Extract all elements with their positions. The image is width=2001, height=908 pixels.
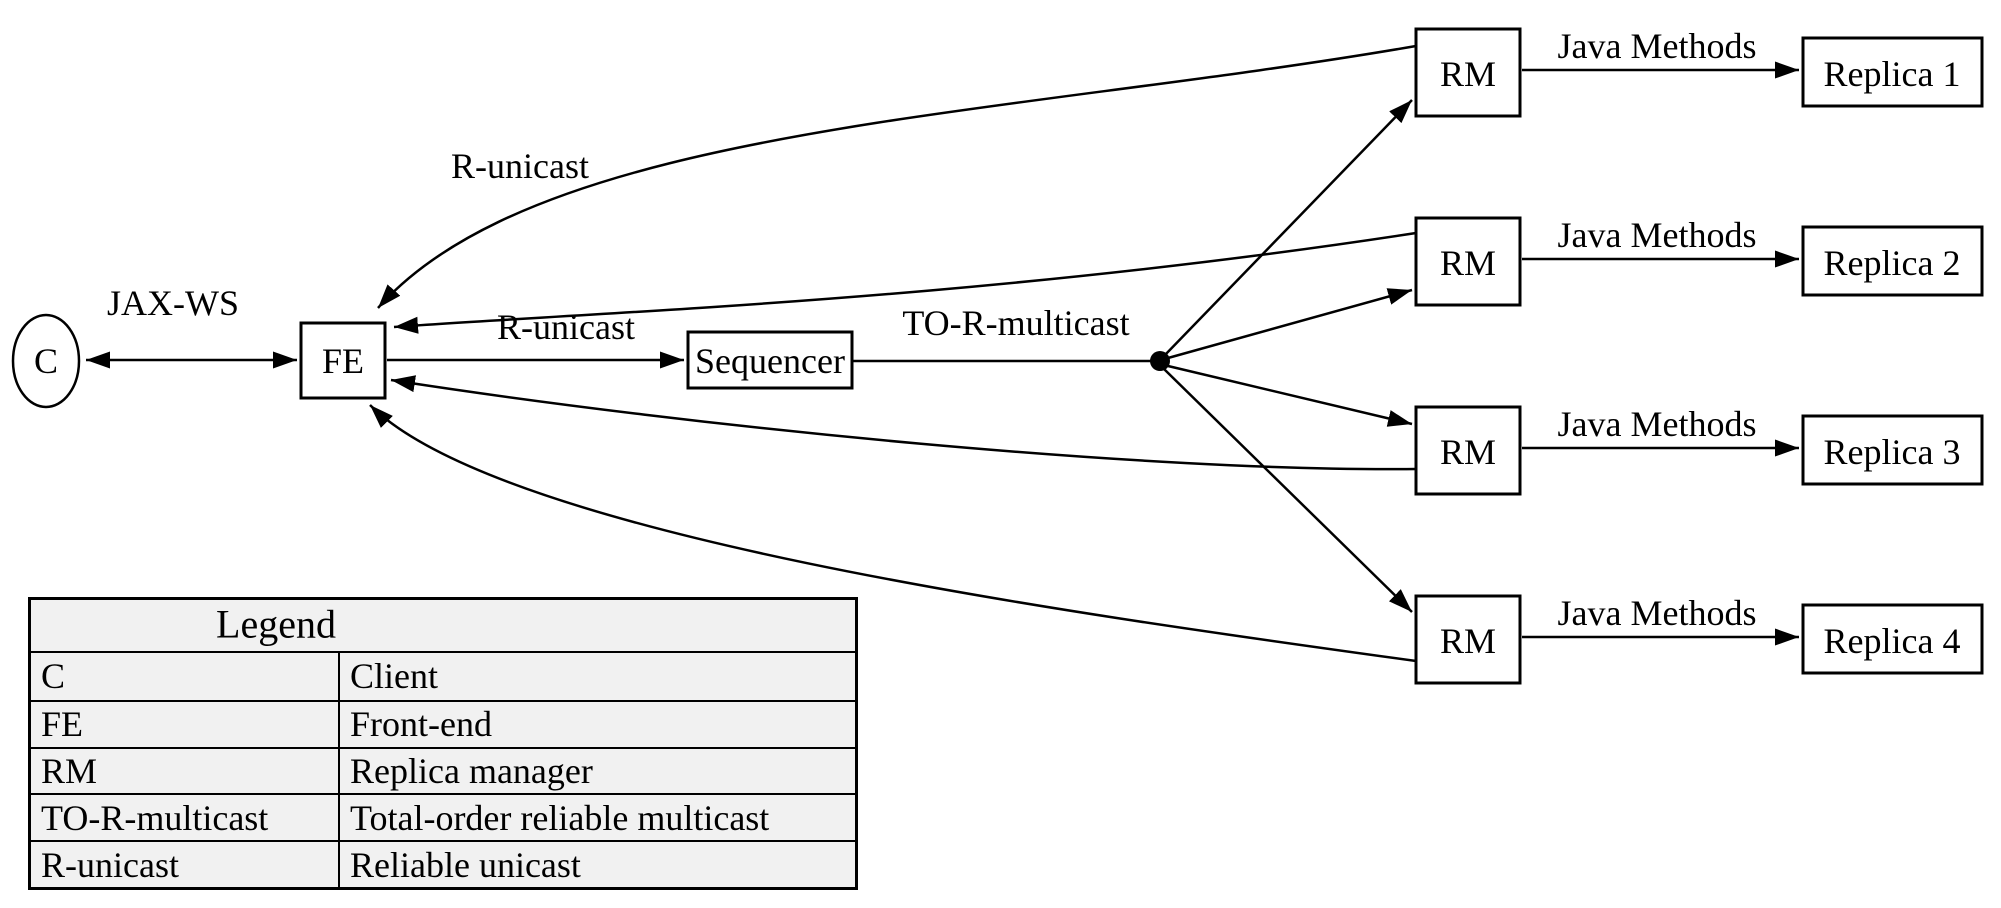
- jax-ws-label: JAX-WS: [107, 283, 239, 323]
- java-methods-label-2: Java Methods: [1558, 215, 1757, 255]
- legend-meaning: Replica manager: [350, 750, 593, 791]
- rm2-label: RM: [1440, 243, 1496, 283]
- fe-label: FE: [322, 341, 364, 381]
- replica2-label: Replica 2: [1824, 243, 1961, 283]
- legend-meaning: Reliable unicast: [350, 844, 581, 885]
- replica4-label: Replica 4: [1824, 621, 1961, 661]
- java-methods-label-3: Java Methods: [1558, 404, 1757, 444]
- legend-row-to-r-multicast: TO-R-multicast Total-order reliable mult…: [31, 793, 855, 841]
- rm3-label: RM: [1440, 432, 1496, 472]
- legend-meaning: Client: [350, 656, 438, 697]
- sequencer-label: Sequencer: [695, 341, 845, 381]
- rm1-node: [1414, 27, 1522, 118]
- java-methods-label-1: Java Methods: [1558, 26, 1757, 66]
- replica3-label: Replica 3: [1824, 432, 1961, 472]
- edge-rm3-fe-return: [390, 375, 1417, 471]
- legend-meaning: Front-end: [350, 704, 492, 745]
- to-r-multicast-label: TO-R-multicast: [902, 303, 1129, 343]
- edge-rm2-fe-return: [393, 231, 1417, 334]
- legend-row-client: C Client: [31, 653, 855, 700]
- rm4-label: RM: [1440, 621, 1496, 661]
- java-methods-label-4: Java Methods: [1558, 593, 1757, 633]
- client-label: C: [34, 341, 58, 381]
- legend-meaning: Total-order reliable multicast: [350, 797, 770, 838]
- multicast-dot: [1150, 351, 1170, 371]
- replica1-node: [1801, 36, 1984, 108]
- sequencer-node: [686, 330, 854, 390]
- r-unicast-top-label: R-unicast: [451, 146, 589, 186]
- legend-table: Legend C Client FE Front-end RM Replica …: [28, 597, 858, 890]
- edge-dot-rm2: [1167, 288, 1413, 360]
- rm3-node: [1414, 405, 1522, 496]
- fe-node: [299, 321, 387, 400]
- edge-rm1-fe-return: [377, 44, 1417, 309]
- legend-header: Legend: [31, 600, 855, 653]
- replica2-node: [1801, 225, 1984, 297]
- r-unicast-mid-label: R-unicast: [497, 307, 635, 347]
- edge-rm4-fe-return: [369, 404, 1417, 663]
- legend-abbr: C: [31, 653, 340, 700]
- legend-abbr: RM: [31, 748, 340, 794]
- edge-dot-rm4: [1163, 368, 1413, 613]
- legend-row-r-unicast: R-unicast Reliable unicast: [31, 840, 855, 887]
- client-node: [11, 313, 81, 409]
- edge-dot-rm3: [1167, 364, 1413, 427]
- legend-row-front-end: FE Front-end: [31, 699, 855, 747]
- legend-row-replica-manager: RM Replica manager: [31, 746, 855, 794]
- rm4-node: [1414, 594, 1522, 685]
- rm1-label: RM: [1440, 54, 1496, 94]
- legend-title: Legend: [216, 600, 336, 646]
- legend-abbr: FE: [31, 701, 340, 747]
- replica3-node: [1801, 414, 1984, 486]
- legend-abbr: TO-R-multicast: [31, 795, 340, 841]
- rm2-node: [1414, 216, 1522, 307]
- legend-abbr: R-unicast: [31, 842, 340, 887]
- edge-dot-rm1: [1163, 99, 1413, 357]
- replica1-label: Replica 1: [1824, 54, 1961, 94]
- replica4-node: [1801, 603, 1984, 675]
